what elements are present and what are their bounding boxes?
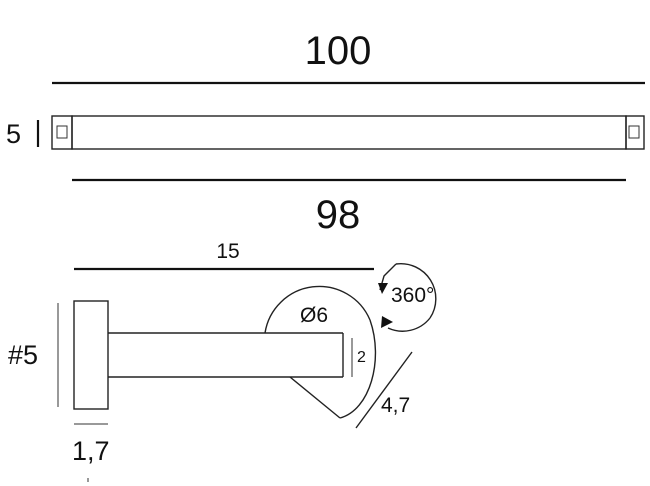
bracket-top-arc: [264, 285, 371, 334]
right-end-cap-inner: [628, 125, 640, 139]
bracket: Ø6: [264, 285, 377, 419]
base-plate: [57, 300, 109, 410]
base-width-label: 1,7: [72, 436, 110, 466]
arm-thickness-label: 2: [357, 349, 366, 366]
rotation-arc-bottom: [387, 317, 431, 332]
left-end-cap: [51, 115, 73, 150]
bracket-reach-line: [355, 351, 413, 429]
rotation-indicator: 360°: [378, 262, 437, 332]
right-end-cap: [625, 115, 645, 150]
profile-body: [71, 115, 627, 150]
left-end-cap-inner: [56, 125, 68, 139]
bracket-lower-edge: [289, 376, 341, 419]
inner-length-label: 98: [316, 193, 361, 237]
rotation-arrow-bottom-icon: [381, 316, 393, 328]
arm-length-label: 15: [216, 240, 239, 263]
diameter-label: Ø6: [300, 304, 328, 327]
rotation-arc-top: [395, 262, 437, 319]
profile-bar: [51, 115, 645, 150]
overall-length-label: 100: [305, 29, 372, 73]
arm: [108, 332, 353, 378]
profile-height-label: 5: [6, 119, 21, 149]
base-plate-outline: [73, 300, 109, 410]
bracket-side-curve: [339, 319, 377, 419]
bracket-reach-label: 4,7: [381, 394, 410, 417]
rotation-label: 360°: [391, 284, 434, 307]
rotation-arrow-top-icon: [378, 283, 388, 294]
base-height-label: #5: [8, 340, 38, 370]
